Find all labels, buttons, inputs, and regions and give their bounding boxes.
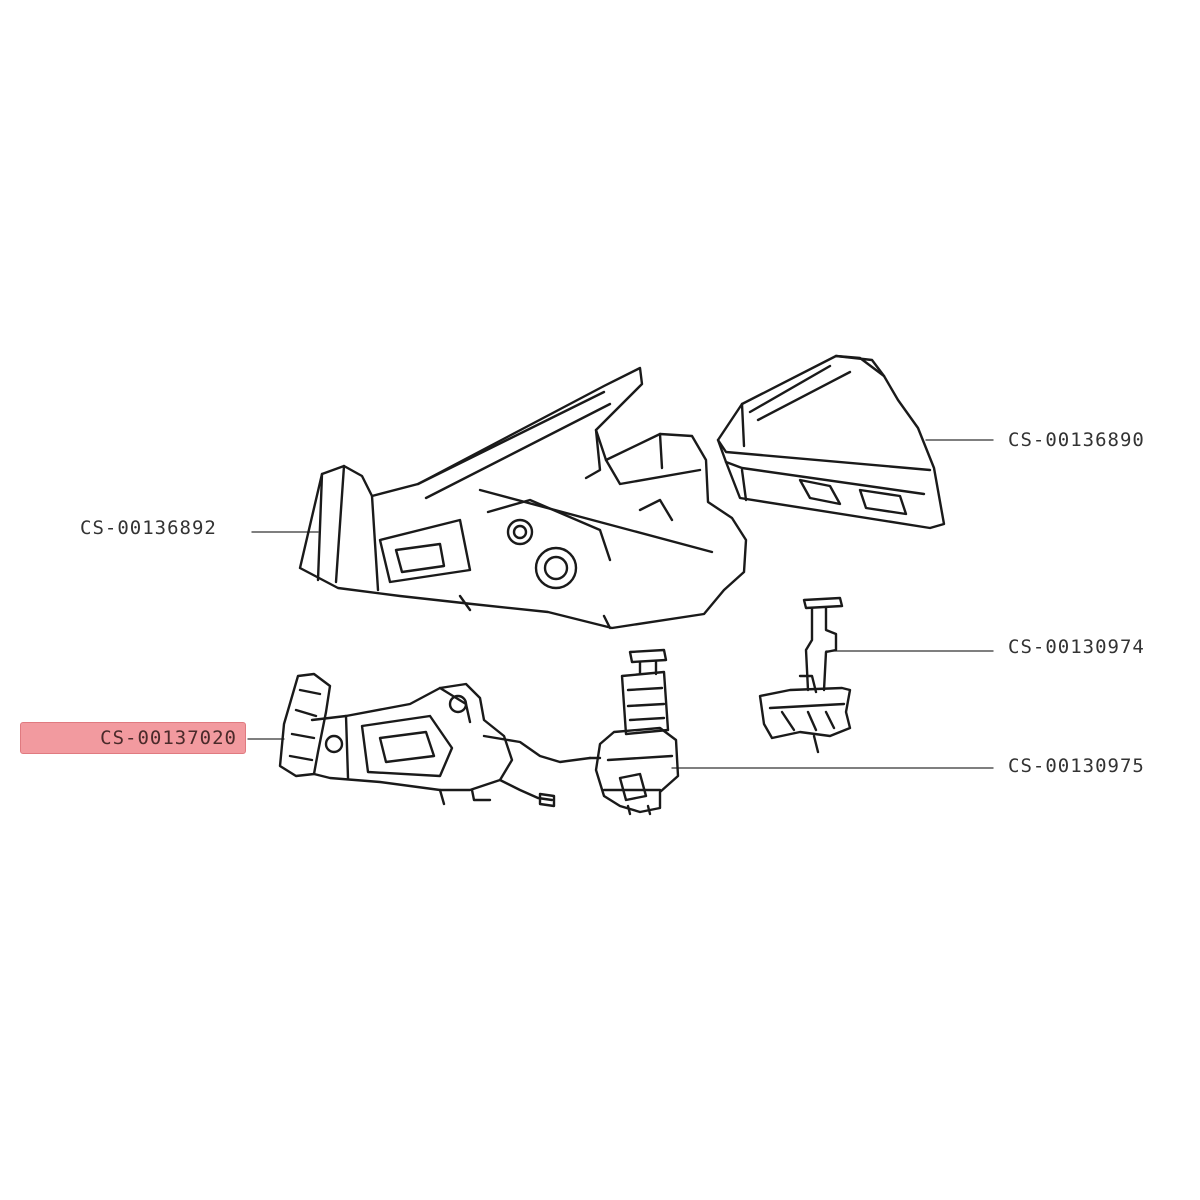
pump-board-part-drawing[interactable] <box>278 672 592 808</box>
large-valve-part-drawing[interactable] <box>588 648 680 816</box>
part-label-valve-small[interactable]: CS-00130974 <box>1008 636 1145 658</box>
part-label-base[interactable]: CS-00136892 <box>80 517 217 539</box>
part-label-valve-large[interactable]: CS-00130975 <box>1008 755 1145 777</box>
part-label-lid[interactable]: CS-00136890 <box>1008 429 1145 451</box>
base-part-drawing[interactable] <box>298 366 748 630</box>
leader-lines <box>247 439 994 769</box>
small-valve-part-drawing[interactable] <box>758 596 852 754</box>
part-label-pump-board-selected[interactable]: CS-00137020 <box>20 722 246 754</box>
lid-part-drawing[interactable] <box>716 354 946 530</box>
